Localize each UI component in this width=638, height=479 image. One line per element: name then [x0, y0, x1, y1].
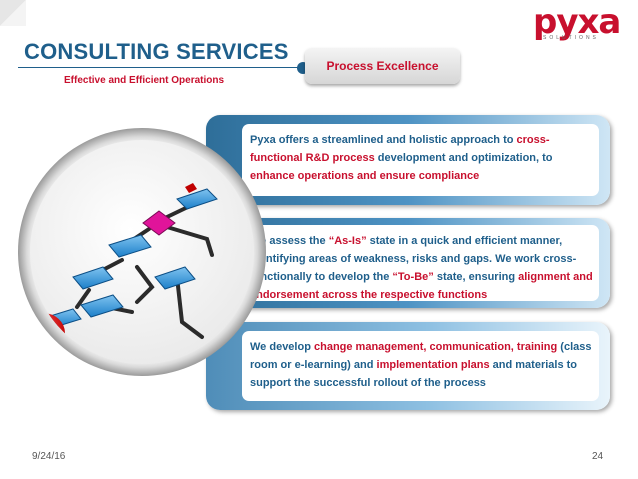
- corner-fold-decoration: [0, 0, 26, 26]
- logo-wordmark: pyxa: [533, 2, 621, 42]
- pyxa-logo: pyxa SOLUTIONS: [533, 2, 633, 48]
- text-run: We assess the: [250, 235, 329, 247]
- logo-tagline: SOLUTIONS: [543, 35, 599, 41]
- highlighted-phrase: implementation plans: [376, 359, 490, 371]
- text-run: state, ensuring: [433, 271, 519, 283]
- panel-approach-text: Pyxa offers a streamlined and holistic a…: [250, 131, 593, 185]
- text-run: We develop: [250, 341, 314, 353]
- text-run: (class room or e-learning) and: [250, 341, 592, 371]
- page-title: CONSULTING SERVICES: [24, 39, 289, 64]
- process-flowchart-illustration: [18, 128, 266, 376]
- process-box-5: [80, 294, 124, 318]
- highlighted-phrase: “As-Is”: [328, 235, 367, 247]
- page-subtitle: Effective and Efficient Operations: [64, 75, 225, 86]
- highlighted-phrase: change management, communication, traini…: [313, 341, 558, 353]
- footer-date: 9/24/16: [32, 451, 66, 462]
- panel-rollout: We develop change management, communicat…: [206, 322, 610, 410]
- panel-assessment-text: We assess the “As-Is” state in a quick a…: [250, 232, 593, 304]
- text-run: state in a quick and efficient manner, i…: [250, 235, 577, 283]
- highlighted-phrase: enhance operations and ensure compliance: [250, 170, 480, 182]
- highlighted-phrase: alignment and endorsement across the res…: [250, 271, 593, 301]
- panel-rollout-text: We develop change management, communicat…: [250, 338, 593, 392]
- panel-rollout-body: We develop change management, communicat…: [242, 331, 599, 401]
- process-box-2: [108, 234, 152, 258]
- process-box-1: [176, 188, 218, 210]
- panel-approach-body: Pyxa offers a streamlined and holistic a…: [242, 124, 599, 196]
- panel-approach: Pyxa offers a streamlined and holistic a…: [206, 115, 610, 205]
- section-tab: Process Excellence: [305, 48, 460, 84]
- highlighted-phrase: “To-Be”: [392, 271, 434, 283]
- title-underline: [18, 67, 318, 68]
- text-run: development and optimization, to: [374, 152, 553, 164]
- panel-assessment-body: We assess the “As-Is” state in a quick a…: [242, 225, 599, 301]
- process-box-4: [72, 266, 114, 290]
- highlighted-phrase: cross-functional R&D process: [250, 134, 550, 164]
- start-marker: [185, 183, 197, 193]
- text-run: and materials to support the successful …: [250, 359, 578, 389]
- page-number: 24: [592, 451, 604, 462]
- decision-diamond: [142, 210, 176, 236]
- panel-assessment: We assess the “As-Is” state in a quick a…: [206, 218, 610, 308]
- text-run: Pyxa offers a streamlined and holistic a…: [250, 134, 517, 146]
- process-box-3: [154, 266, 196, 290]
